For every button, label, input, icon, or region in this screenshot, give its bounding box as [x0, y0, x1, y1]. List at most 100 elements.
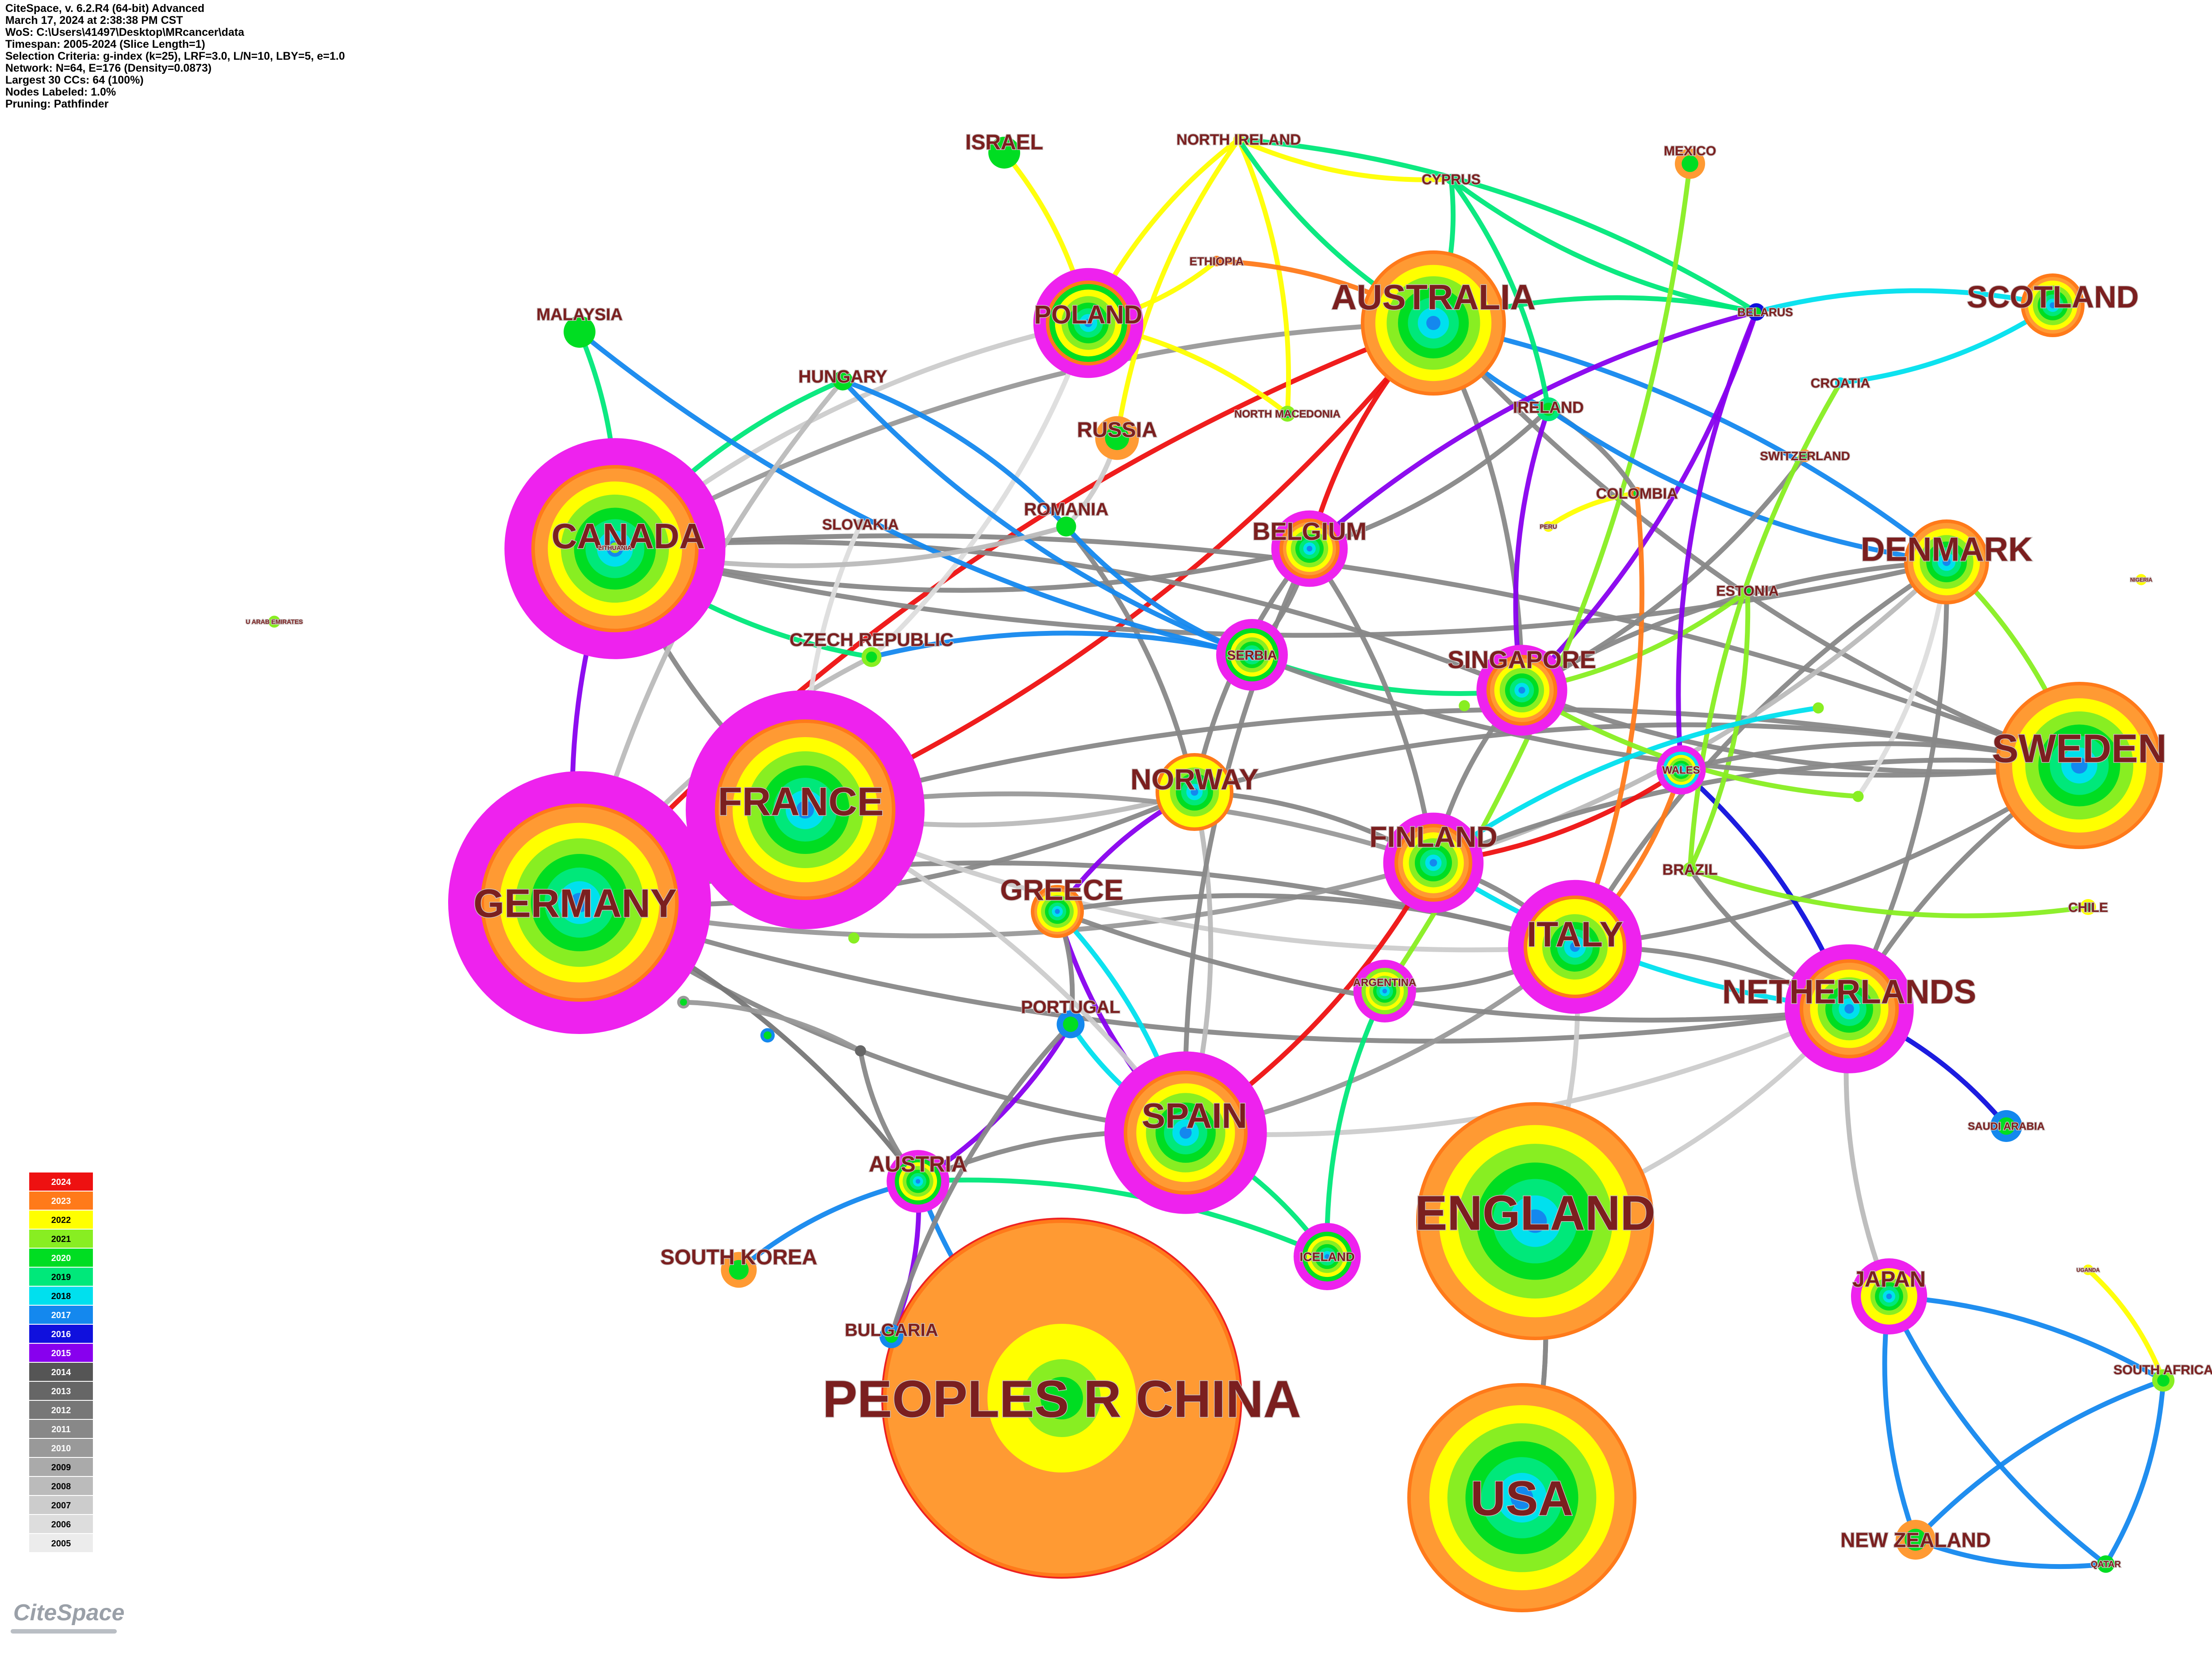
node-ecuador[interactable]: [1852, 791, 1864, 802]
node-uganda[interactable]: [2083, 1265, 2093, 1275]
label-france: FRANCE: [718, 780, 884, 824]
legend-swatch-2013: [29, 1382, 93, 1400]
node-cyprus[interactable]: [1446, 174, 1456, 185]
node-mexico[interactable]: [1674, 148, 1705, 179]
node-denmark[interactable]: [1904, 519, 1989, 604]
node-peru[interactable]: [1543, 521, 1554, 532]
node-circle: [1446, 174, 1456, 185]
node-ring: [764, 1031, 772, 1039]
node-spain[interactable]: [1104, 1051, 1267, 1214]
node-belarus[interactable]: [1747, 303, 1765, 321]
label-belarus: BELARUS: [1737, 305, 1793, 319]
label-denmark: DENMARK: [1861, 530, 2033, 568]
node-poland[interactable]: [1033, 268, 1144, 378]
node-estonia[interactable]: [1741, 584, 1754, 597]
label-iceland: ICELAND: [1300, 1250, 1355, 1264]
node-u-arab-emirates[interactable]: [268, 615, 280, 628]
node-luxembourg[interactable]: [1459, 700, 1470, 711]
node-brazil[interactable]: [1682, 862, 1697, 877]
node-ring: [1190, 788, 1198, 796]
info-line: March 17, 2024 at 2:38:38 PM CST: [5, 14, 183, 27]
node-australia[interactable]: [1361, 250, 1506, 396]
node-lithuania[interactable]: [610, 542, 620, 553]
node-ireland[interactable]: [1536, 397, 1560, 421]
edge-south-africa-uganda: [2085, 1267, 2166, 1383]
node-iran[interactable]: [848, 932, 860, 944]
node-colombia[interactable]: [1630, 487, 1644, 500]
info-line: Largest 30 CCs: 64 (100%): [5, 74, 144, 86]
node-sweden[interactable]: [1996, 682, 2163, 849]
edge-japan-south-africa: [1886, 1294, 2166, 1383]
node-japan[interactable]: [1851, 1258, 1928, 1335]
node-pakistan[interactable]: [855, 1045, 866, 1057]
legend-swatch-2024: [29, 1172, 93, 1191]
node-germany[interactable]: [448, 771, 711, 1034]
legend-swatch-2011: [29, 1420, 93, 1438]
edge-brazil-chile: [1687, 867, 2091, 919]
node-ethiopia[interactable]: [1211, 256, 1222, 266]
node-france[interactable]: [686, 690, 925, 929]
node-norway[interactable]: [1156, 753, 1233, 831]
node-romania[interactable]: [1056, 516, 1076, 537]
node-bangladesh[interactable]: [677, 996, 690, 1009]
node-austria[interactable]: [887, 1150, 949, 1213]
label-spain: SPAIN: [1142, 1096, 1248, 1135]
node-singapore[interactable]: [1476, 645, 1567, 736]
node-circle: [1835, 377, 1846, 388]
node-ring: [2101, 1559, 2111, 1569]
node-south-korea[interactable]: [721, 1252, 757, 1288]
node-iceland[interactable]: [1294, 1223, 1361, 1290]
node-belgium[interactable]: [1271, 510, 1348, 587]
node-wales[interactable]: [1656, 745, 1706, 795]
node-hungary[interactable]: [833, 370, 853, 391]
node-north-macedonia[interactable]: [1279, 406, 1295, 422]
node-ring: [571, 323, 588, 341]
node-malaysia[interactable]: [564, 316, 595, 348]
label-wales: WALES: [1662, 765, 1700, 777]
node-england[interactable]: [1416, 1102, 1654, 1340]
label-serbia: SERBIA: [1227, 648, 1277, 663]
node-bulgaria[interactable]: [879, 1324, 903, 1348]
legend-year-2024: 2024: [51, 1177, 71, 1187]
node-saudi-arabia[interactable]: [1990, 1110, 2022, 1142]
node-netherlands[interactable]: [1785, 944, 1914, 1073]
edge-cyprus-belarus: [1448, 177, 1759, 315]
legend-year-2016: 2016: [51, 1330, 71, 1339]
node-nigeria[interactable]: [2135, 574, 2147, 585]
node-russia[interactable]: [1095, 416, 1139, 460]
node-greece[interactable]: [1031, 885, 1084, 938]
node-ring: [1633, 490, 1640, 497]
node-slovenia[interactable]: [1813, 702, 1824, 714]
node-italy[interactable]: [1508, 880, 1642, 1014]
legend-year-2020: 2020: [51, 1253, 71, 1263]
node-portugal[interactable]: [1056, 1010, 1085, 1038]
node-south-africa[interactable]: [2152, 1369, 2175, 1392]
legend-swatch-2012: [29, 1401, 93, 1419]
node-croatia[interactable]: [1835, 377, 1846, 388]
node-switzerland[interactable]: [1798, 449, 1812, 462]
node-czech-republic[interactable]: [861, 647, 882, 667]
node-serbia[interactable]: [1216, 619, 1288, 691]
node-argentina[interactable]: [1353, 960, 1416, 1023]
node-scotland[interactable]: [2021, 273, 2085, 337]
node-slovakia[interactable]: [855, 519, 866, 530]
node-new-zealand[interactable]: [1896, 1520, 1936, 1560]
node-qatar[interactable]: [2097, 1555, 2115, 1573]
edge-estonia-brazil: [1687, 588, 1751, 872]
node-israel[interactable]: [988, 137, 1020, 169]
node-finland[interactable]: [1383, 812, 1484, 913]
node-peoples-r-china[interactable]: [881, 1218, 1242, 1579]
node-chile[interactable]: [2080, 899, 2096, 915]
label-romania: ROMANIA: [1024, 500, 1108, 519]
node-ring: [796, 801, 814, 819]
edge-hungary-romania: [840, 378, 1069, 529]
label-finland: FINLAND: [1369, 820, 1498, 853]
node-north-ireland[interactable]: [1233, 134, 1244, 145]
node-usa[interactable]: [1407, 1383, 1636, 1612]
node-ring: [1283, 409, 1292, 418]
edge-france-australia: [803, 320, 1436, 812]
label-cyprus: CYPRUS: [1421, 172, 1480, 188]
legend-swatch-2005: [29, 1534, 93, 1552]
label-hungary: HUNGARY: [799, 367, 887, 386]
node-kenya[interactable]: [760, 1028, 775, 1043]
